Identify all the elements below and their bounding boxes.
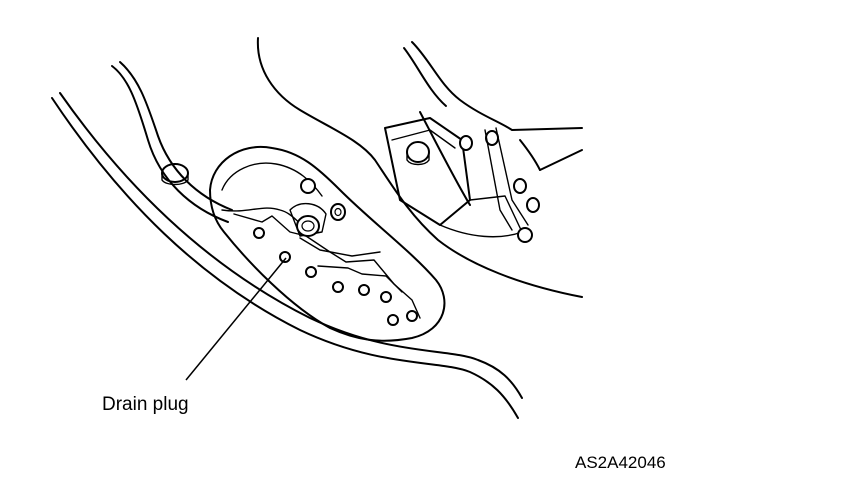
transmission-housing xyxy=(256,37,583,298)
round-boss xyxy=(161,163,189,186)
oil-pan xyxy=(209,145,446,342)
drain-plug xyxy=(296,215,320,237)
figure-code: AS2A42046 xyxy=(575,453,666,472)
drain-plug-leader-line xyxy=(185,257,287,381)
drain-plug-label: Drain plug xyxy=(102,394,189,415)
valve-body-block xyxy=(384,117,540,243)
outer-body-panel xyxy=(51,92,523,419)
inner-panel-curve xyxy=(111,61,233,223)
